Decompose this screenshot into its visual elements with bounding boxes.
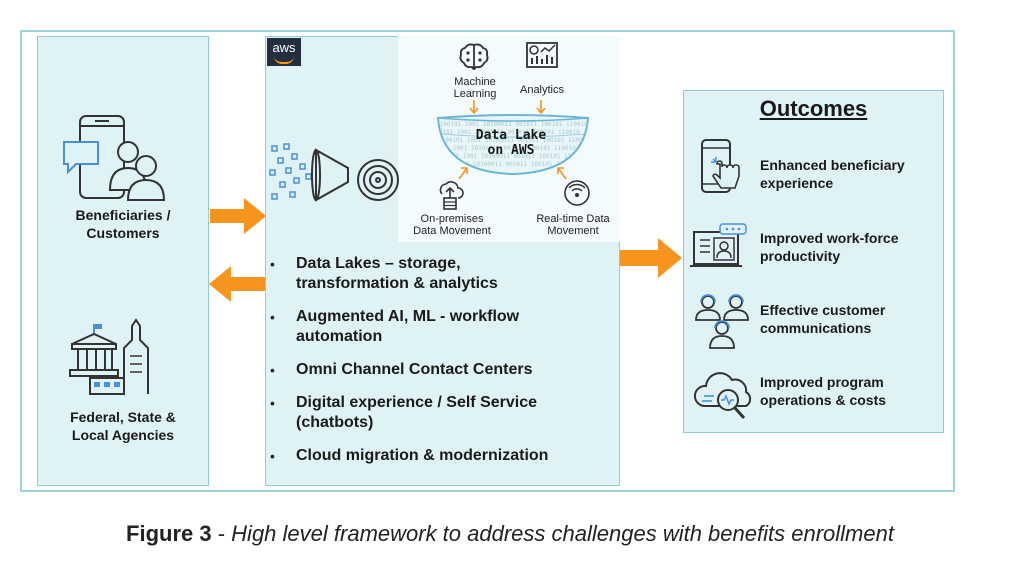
- capabilities-list: Data Lakes – storage, transformation & a…: [267, 254, 612, 466]
- onprem-label-line2: Data Movement: [413, 225, 491, 237]
- support-team-icon: [695, 294, 749, 349]
- binary-stream-1: 0100101 1001 10100011 001011 100101 1100…: [436, 121, 718, 128]
- agencies-label-line1: Federal, State &: [70, 409, 176, 425]
- diagram-frame: [20, 30, 955, 492]
- outcome-3-line1: Effective customer: [760, 302, 886, 318]
- aws-logo-text: aws: [272, 40, 296, 55]
- left-arrow-icon: [209, 266, 265, 302]
- smartphone-touch-icon: [701, 139, 740, 193]
- realtime-signal-icon: [564, 180, 590, 206]
- beneficiaries-label-line2: Customers: [86, 225, 160, 241]
- binary-stream-2: 0100101 1001 10100011 001011 100101 1100…: [428, 129, 710, 136]
- outcome-1-line1: Enhanced beneficiary: [760, 157, 905, 173]
- data-lake-title-line2: on AWS: [487, 143, 535, 158]
- binary-stream-3: 0100101 1001 10100011 001011 100101 1100…: [438, 137, 720, 144]
- aws-logo: aws: [267, 38, 301, 66]
- machine-learning-label-line1: Machine: [454, 76, 496, 88]
- bullet-2-line1: Augmented AI, ML - workflow: [296, 308, 520, 325]
- outcomes-arrow-icon: [620, 238, 682, 278]
- analytics-dashboard-icon: [526, 42, 558, 68]
- bullet-3-line1: Omni Channel Contact Centers: [296, 361, 533, 378]
- stakeholders-panel: [37, 36, 209, 486]
- bullet-2-line2: automation: [296, 328, 383, 345]
- analytics-label: Analytics: [519, 84, 565, 96]
- beneficiaries-label-line1: Beneficiaries /: [75, 207, 171, 223]
- outcome-4-line1: Improved program: [760, 374, 884, 390]
- outcome-4-line2: operations & costs: [760, 392, 887, 408]
- outcome-1-line2: experience: [760, 175, 834, 191]
- bullet-4-line1: Digital experience / Self Service: [296, 394, 538, 411]
- outcomes-title: Outcomes: [759, 96, 868, 121]
- onprem-label-line1: On-premises: [420, 213, 484, 225]
- list-item: Cloud migration & modernization: [267, 446, 612, 466]
- binary-stream-4: 0100101 1001 10100011 001011 100101 1100…: [424, 145, 706, 152]
- figure-number: Figure 3: [126, 521, 212, 546]
- onprem-up-arrow-icon: [458, 167, 468, 180]
- agencies-label-line2: Local Agencies: [71, 427, 175, 443]
- realtime-up-arrow-icon: [557, 167, 567, 180]
- outcome-2-line1: Improved work-force: [760, 230, 899, 246]
- machine-learning-brain-icon: [459, 43, 489, 70]
- government-building-icon: [69, 318, 149, 395]
- list-item: Omni Channel Contact Centers: [267, 360, 612, 380]
- data-funnel-fingerprint-icon: [269, 143, 399, 202]
- realtime-label-line2: Movement: [547, 225, 599, 237]
- workstation-user-icon: [690, 223, 747, 267]
- data-lake-bowl-icon: 0100101 1001 10100011 001011 100101 1100…: [436, 114, 590, 176]
- right-arrow-icon: [210, 198, 266, 234]
- realtime-label-line1: Real-time Data: [536, 213, 610, 225]
- binary-stream-5: 0100101 1001 10100011 001011 100101 1100…: [434, 153, 716, 160]
- caption-text: High level framework to address challeng…: [231, 521, 894, 546]
- bullet-1-line1: Data Lakes – storage,: [296, 255, 461, 272]
- ml-down-arrow-icon: [469, 100, 479, 115]
- list-item: Augmented AI, ML - workflow automation: [267, 307, 612, 347]
- caption-separator: -: [211, 521, 232, 546]
- list-item: Data Lakes – storage, transformation & a…: [267, 254, 612, 294]
- outcome-2-line2: productivity: [760, 248, 841, 264]
- bullet-5-line1: Cloud migration & modernization: [296, 447, 549, 464]
- figure-caption: Figure 3 - High level framework to addre…: [0, 521, 1020, 547]
- cloud-search-icon: [694, 372, 752, 420]
- beneficiaries-icon: [63, 115, 166, 201]
- data-lake-title-line1: Data Lake: [475, 128, 547, 143]
- outcome-3-line2: communications: [760, 320, 872, 336]
- binary-stream-6: 0100101 1001 10100011 001011 100101 1100…: [426, 161, 708, 168]
- bullet-1-line2: transformation & analytics: [296, 275, 498, 292]
- bullet-4-line2: (chatbots): [296, 414, 374, 431]
- analytics-down-arrow-icon: [536, 100, 546, 115]
- machine-learning-label-line2: Learning: [453, 88, 497, 100]
- onprem-server-upload-icon: [439, 181, 464, 210]
- list-item: Digital experience / Self Service (chatb…: [267, 393, 612, 433]
